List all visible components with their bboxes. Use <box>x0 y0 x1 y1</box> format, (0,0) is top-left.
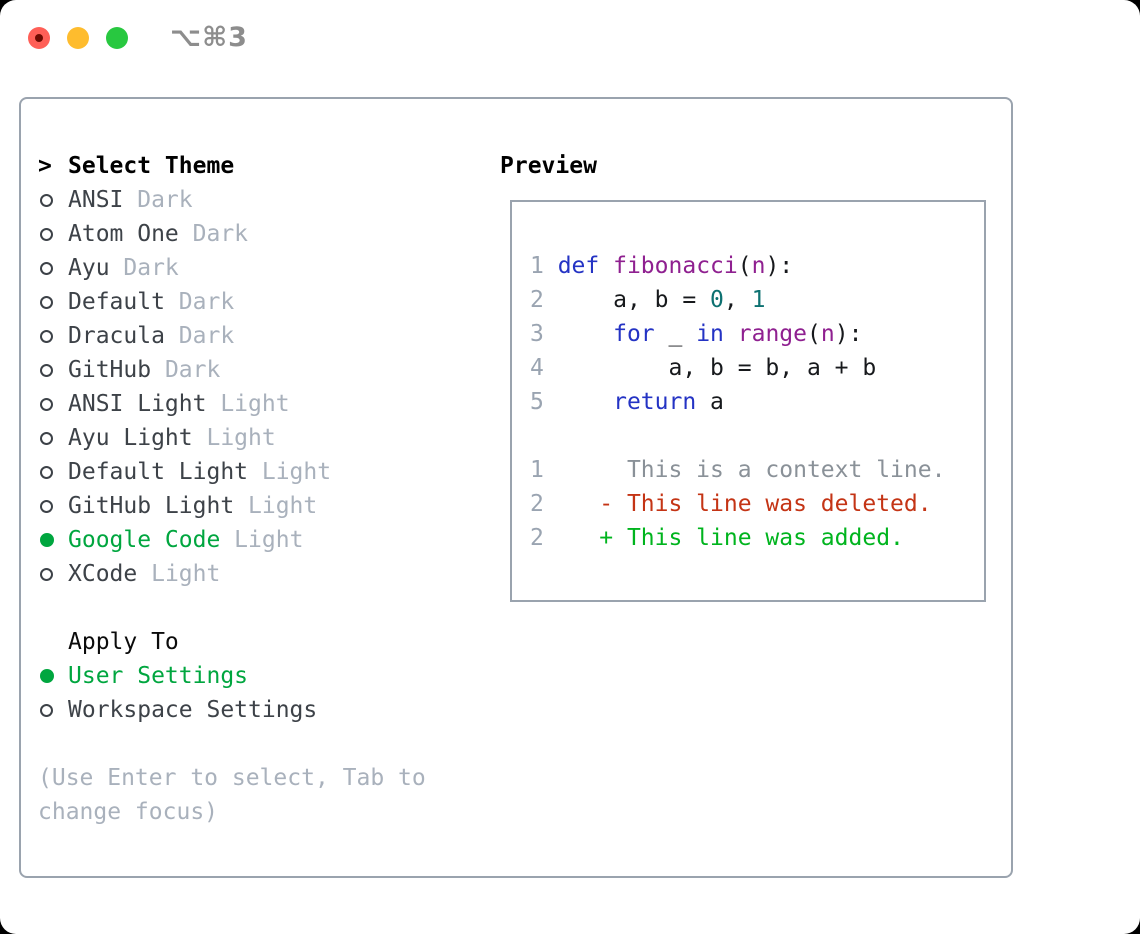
help-text: (Use Enter to select, Tab to change focu… <box>38 765 426 825</box>
item-variant: Dark <box>178 221 249 247</box>
radio-icon <box>38 227 68 241</box>
item-label: Dracula <box>68 323 165 349</box>
theme-option[interactable]: ANSI Light Light <box>38 387 498 421</box>
item-label: Select Theme <box>68 153 235 179</box>
theme-option[interactable]: Ayu Light Light <box>38 421 498 455</box>
item-label: GitHub Light <box>68 493 235 519</box>
code-line: 4 a, b = b, a + b <box>530 355 877 381</box>
item-label: XCode <box>68 561 138 587</box>
radio-icon <box>38 431 68 445</box>
item-label: Ayu Light <box>68 425 193 451</box>
item-label: Apply To <box>68 629 179 655</box>
item-variant: Light <box>137 561 221 587</box>
item-variant: Light <box>234 493 318 519</box>
theme-option[interactable]: Dracula Dark <box>38 319 498 353</box>
item-variant: Light <box>248 459 332 485</box>
theme-option[interactable]: GitHub Dark <box>38 353 498 387</box>
theme-option[interactable]: Default Dark <box>38 285 498 319</box>
item-label: Google Code <box>68 527 221 553</box>
preview-title: Preview <box>500 153 597 179</box>
window-title: ⌥⌘3 <box>170 22 248 53</box>
item-label: User Settings <box>68 663 249 689</box>
theme-option[interactable]: GitHub Light Light <box>38 489 498 523</box>
theme-option[interactable]: Atom One Dark <box>38 217 498 251</box>
code-line: 2 a, b = 0, 1 <box>530 287 766 313</box>
code-line: 1 This is a context line. <box>530 457 946 483</box>
radio-icon <box>38 567 68 581</box>
apply-to-option[interactable]: User Settings <box>38 659 498 693</box>
apply-to-option[interactable]: Workspace Settings <box>38 693 498 727</box>
theme-list-header: > Select Theme <box>38 149 498 183</box>
item-variant: Dark <box>151 357 221 383</box>
item-label: ANSI Light <box>68 391 207 417</box>
radio-icon <box>38 533 68 547</box>
code-line: 2 - This line was deleted. <box>530 491 932 517</box>
item-variant: Light <box>206 391 290 417</box>
radio-icon <box>38 397 68 411</box>
radio-icon <box>38 363 68 377</box>
item-variant: Light <box>220 527 304 553</box>
item-variant: Dark <box>164 289 235 315</box>
item-label: Workspace Settings <box>68 697 318 723</box>
code-line <box>530 419 984 453</box>
item-variant: Dark <box>123 187 193 213</box>
window-controls <box>28 27 128 49</box>
item-label: GitHub <box>68 357 152 383</box>
item-label: Atom One <box>68 221 179 247</box>
maximize-button[interactable] <box>106 27 128 49</box>
radio-icon <box>38 329 68 343</box>
cursor-marker: > <box>38 153 52 179</box>
theme-option[interactable]: Default Light Light <box>38 455 498 489</box>
code-line: 3 for _ in range(n): <box>530 321 863 347</box>
theme-option[interactable]: Google Code Light <box>38 523 498 557</box>
item-label: Default Light <box>68 459 249 485</box>
radio-icon <box>38 499 68 513</box>
preview-code: 1 def fibonacci(n): 2 a, b = 0, 1 3 for _ … <box>530 249 984 555</box>
radio-icon <box>38 669 68 683</box>
code-line: 5 return a <box>530 389 724 415</box>
item-label: Ayu <box>68 255 110 281</box>
item-variant: Dark <box>164 323 235 349</box>
item-variant: Dark <box>109 255 179 281</box>
close-button[interactable] <box>28 27 50 49</box>
radio-icon <box>38 465 68 479</box>
radio-icon <box>38 295 68 309</box>
radio-icon <box>38 193 68 207</box>
code-line: 1 def fibonacci(n): <box>530 253 794 279</box>
code-line: 2 + This line was added. <box>530 525 904 551</box>
item-label: Default <box>68 289 165 315</box>
radio-icon <box>38 703 68 717</box>
item-variant: Light <box>192 425 276 451</box>
close-unsaved-dot <box>35 34 43 42</box>
preview-box: 1 def fibonacci(n): 2 a, b = 0, 1 3 for _ … <box>510 200 986 602</box>
theme-option[interactable]: Ayu Dark <box>38 251 498 285</box>
minimize-button[interactable] <box>67 27 89 49</box>
theme-option[interactable]: ANSI Dark <box>38 183 498 217</box>
theme-option[interactable]: XCode Light <box>38 557 498 591</box>
radio-icon <box>38 261 68 275</box>
apply-to-header: Apply To <box>38 625 498 659</box>
item-label: ANSI <box>68 187 124 213</box>
